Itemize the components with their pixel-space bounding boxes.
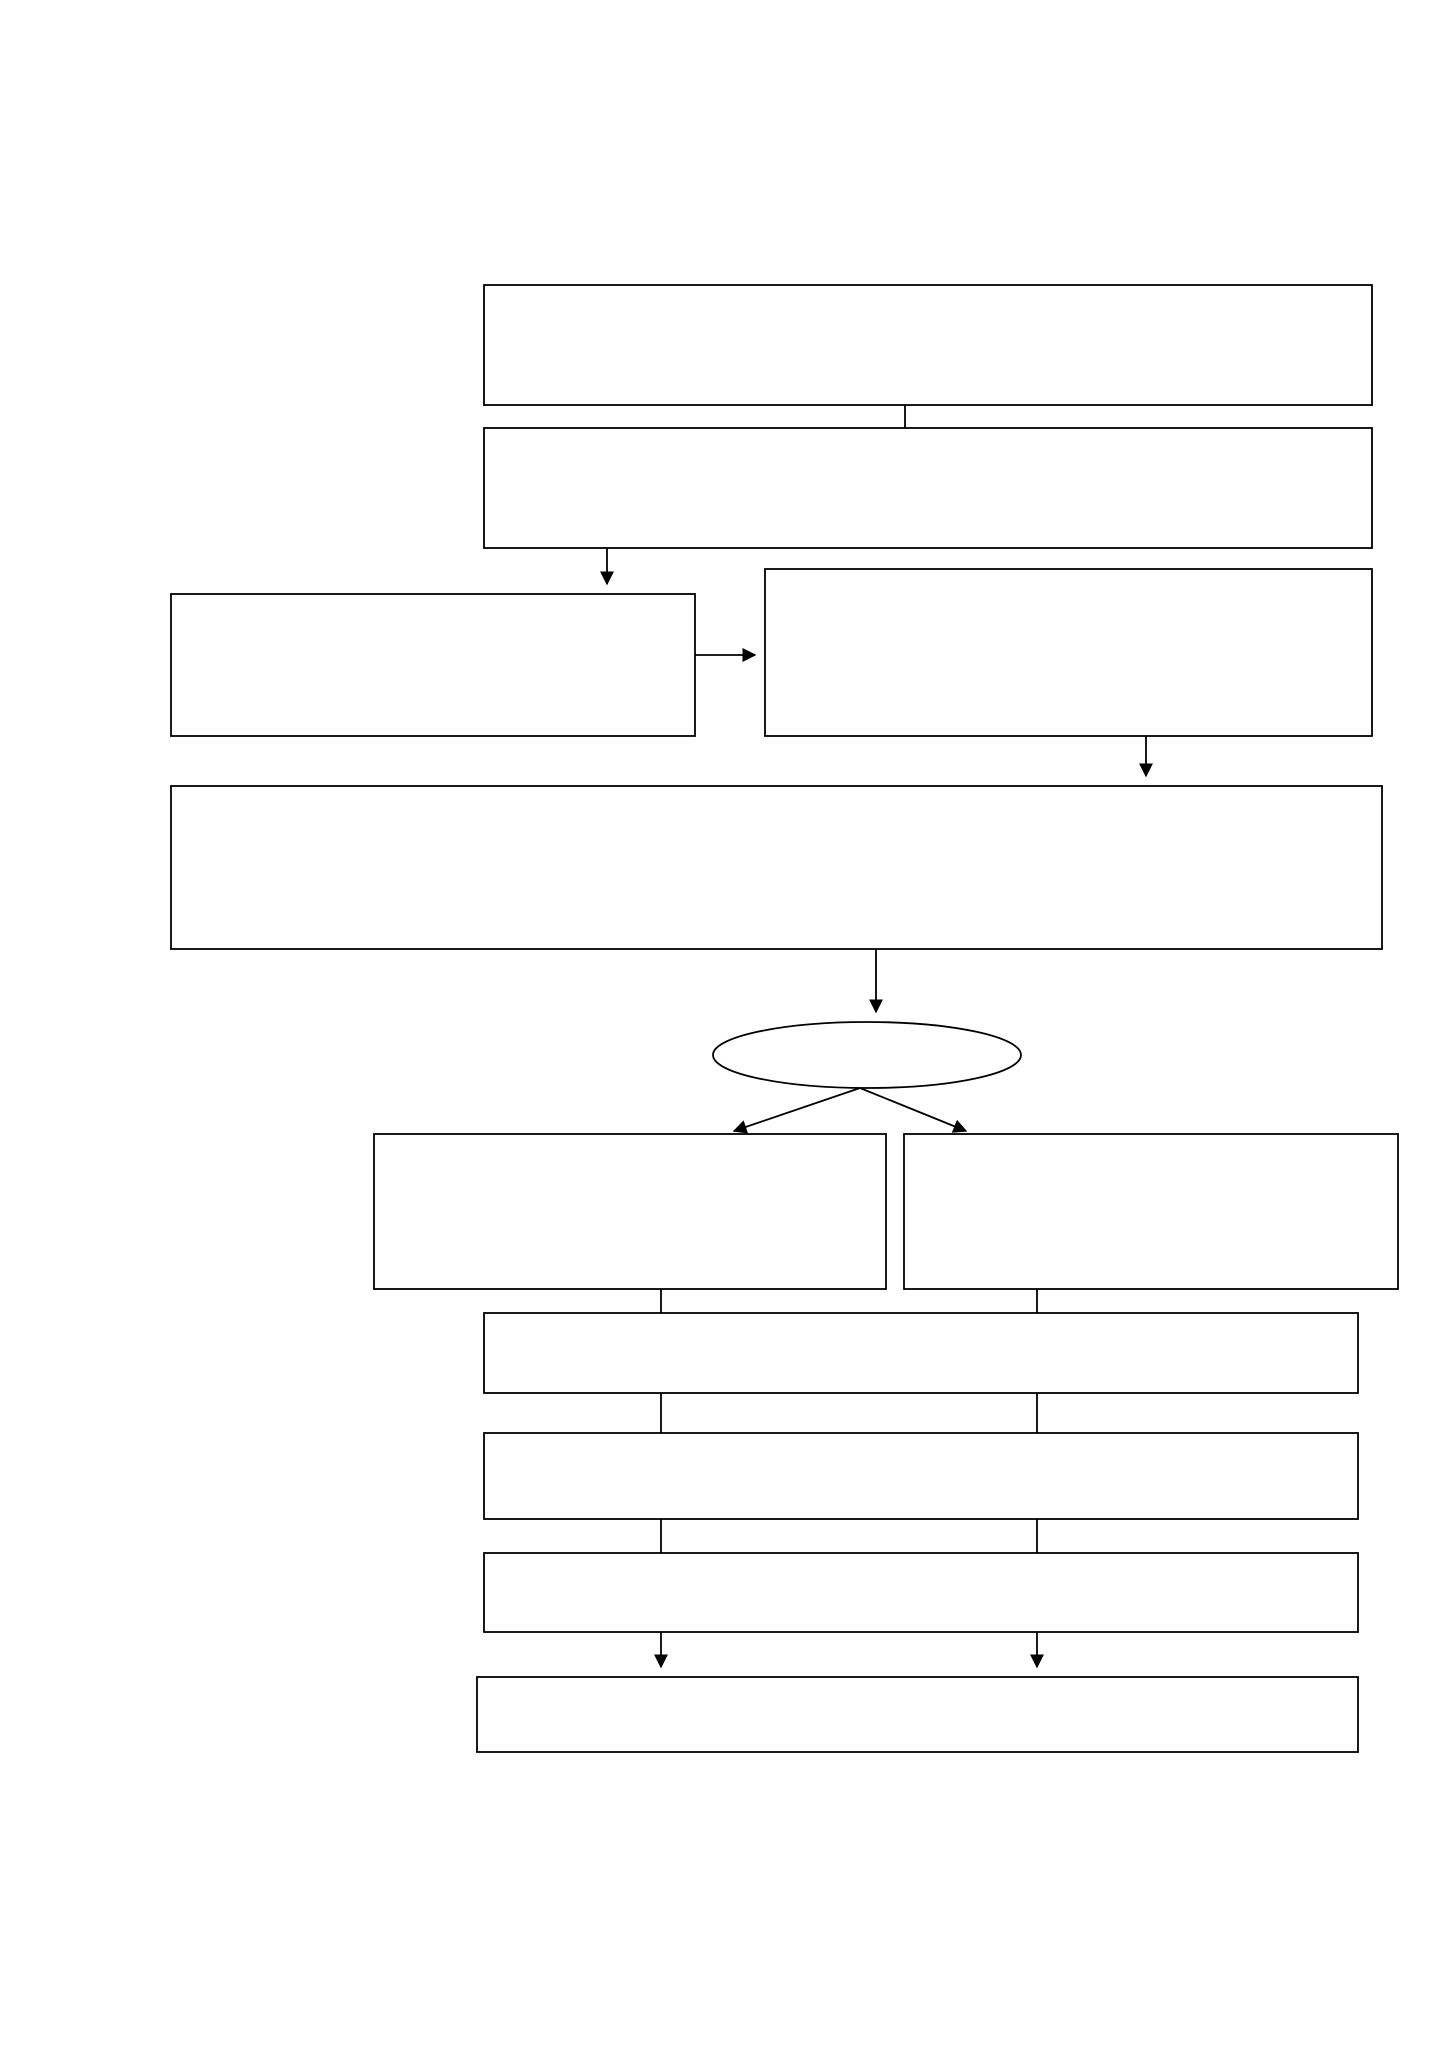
flow-box-11 [476, 1676, 1359, 1753]
flow-box-5 [170, 785, 1383, 950]
arrow-decision-box7 [859, 1087, 968, 1133]
flow-box-9 [483, 1432, 1359, 1520]
flow-box-8 [483, 1312, 1359, 1394]
flow-box-4 [764, 568, 1373, 737]
flow-box-3 [170, 593, 696, 737]
flow-box-1 [483, 284, 1373, 406]
flow-box-2 [483, 427, 1373, 549]
flow-box-6 [373, 1133, 887, 1290]
decision-ellipse [712, 1021, 1022, 1089]
arrow-decision-box6 [732, 1087, 861, 1134]
flow-box-7 [903, 1133, 1399, 1290]
flow-box-10 [483, 1552, 1359, 1633]
